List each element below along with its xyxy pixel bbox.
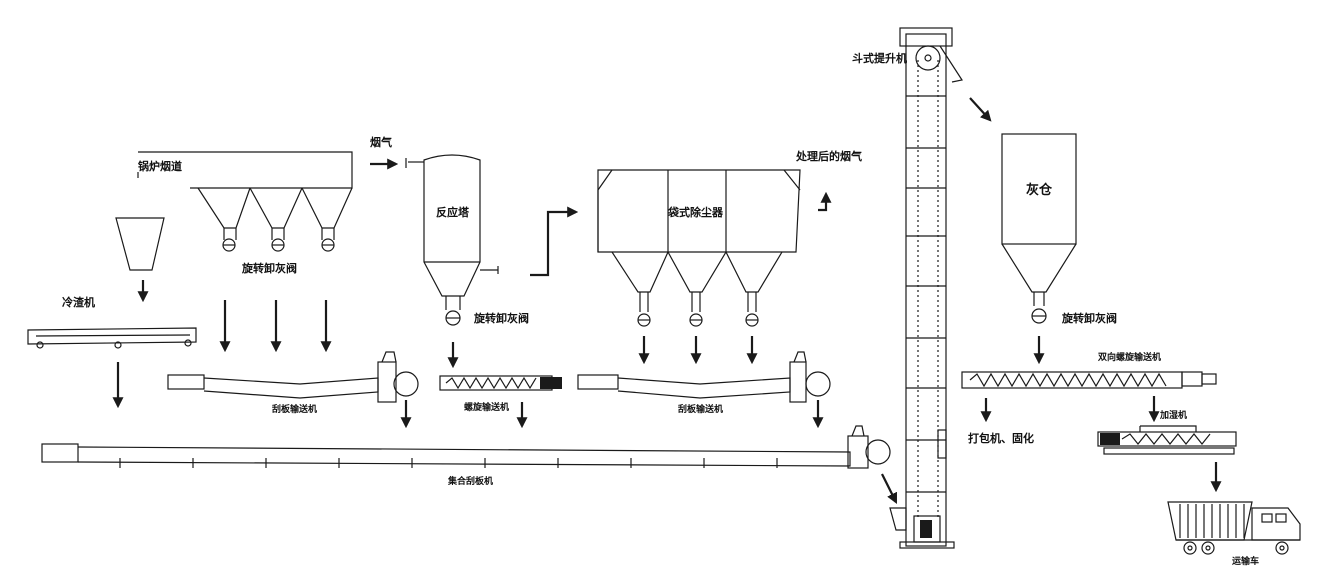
label-twin-screw: 双向螺旋输送机 bbox=[1098, 351, 1161, 363]
reactor-to-filter-pipe bbox=[530, 206, 579, 277]
label-pack-solidify: 打包机、固化 bbox=[968, 431, 1034, 445]
arrow-treated-gas bbox=[818, 191, 832, 212]
ash-silo bbox=[1001, 133, 1077, 324]
label-boiler-flue: 锅炉烟道 bbox=[138, 159, 182, 173]
label-scraper-1: 刮板输送机 bbox=[272, 403, 317, 415]
collecting-scraper bbox=[41, 425, 891, 469]
humidifier bbox=[1097, 425, 1237, 455]
boiler-flue bbox=[137, 151, 353, 189]
label-screw-conveyor: 螺旋输送机 bbox=[464, 401, 509, 413]
label-truck: 运输车 bbox=[1232, 555, 1259, 567]
arrow-to-elevator bbox=[881, 473, 897, 504]
label-flue-gas: 烟气 bbox=[370, 135, 392, 149]
label-ash-silo: 灰仓 bbox=[1026, 182, 1053, 198]
label-scraper-2: 刮板输送机 bbox=[678, 403, 723, 415]
screw-conveyor bbox=[439, 375, 562, 391]
label-treated-gas: 处理后的烟气 bbox=[795, 149, 862, 163]
label-humidifier: 加湿机 bbox=[1159, 409, 1187, 421]
truck-icon bbox=[1167, 501, 1301, 555]
label-bucket-elevator: 斗式提升机 bbox=[852, 51, 907, 65]
label-rotary-valve-1: 旋转卸灰阀 bbox=[241, 261, 297, 275]
bag-filter bbox=[597, 169, 801, 327]
label-reactor: 反应塔 bbox=[436, 205, 470, 219]
scraper-conveyor-2 bbox=[577, 351, 831, 403]
bucket-elevator bbox=[889, 27, 963, 549]
flue-hoppers bbox=[197, 187, 353, 240]
twin-screw-conveyor bbox=[961, 371, 1217, 389]
slag-cooler-conveyor bbox=[27, 327, 197, 349]
label-rotary-valve-3: 旋转卸灰阀 bbox=[1061, 311, 1117, 325]
scraper-conveyor-1 bbox=[167, 351, 419, 403]
label-rotary-valve-2: 旋转卸灰阀 bbox=[473, 311, 529, 325]
rotary-valve-icon bbox=[222, 238, 335, 252]
arrow-elevator-to-silo bbox=[969, 97, 992, 122]
label-collecting-scraper: 集合刮板机 bbox=[447, 475, 493, 487]
label-slag-cooler: 冷渣机 bbox=[62, 295, 95, 309]
reactor-tower bbox=[405, 154, 499, 326]
label-bag-filter: 袋式除尘器 bbox=[667, 205, 724, 219]
slag-funnel bbox=[115, 217, 165, 271]
